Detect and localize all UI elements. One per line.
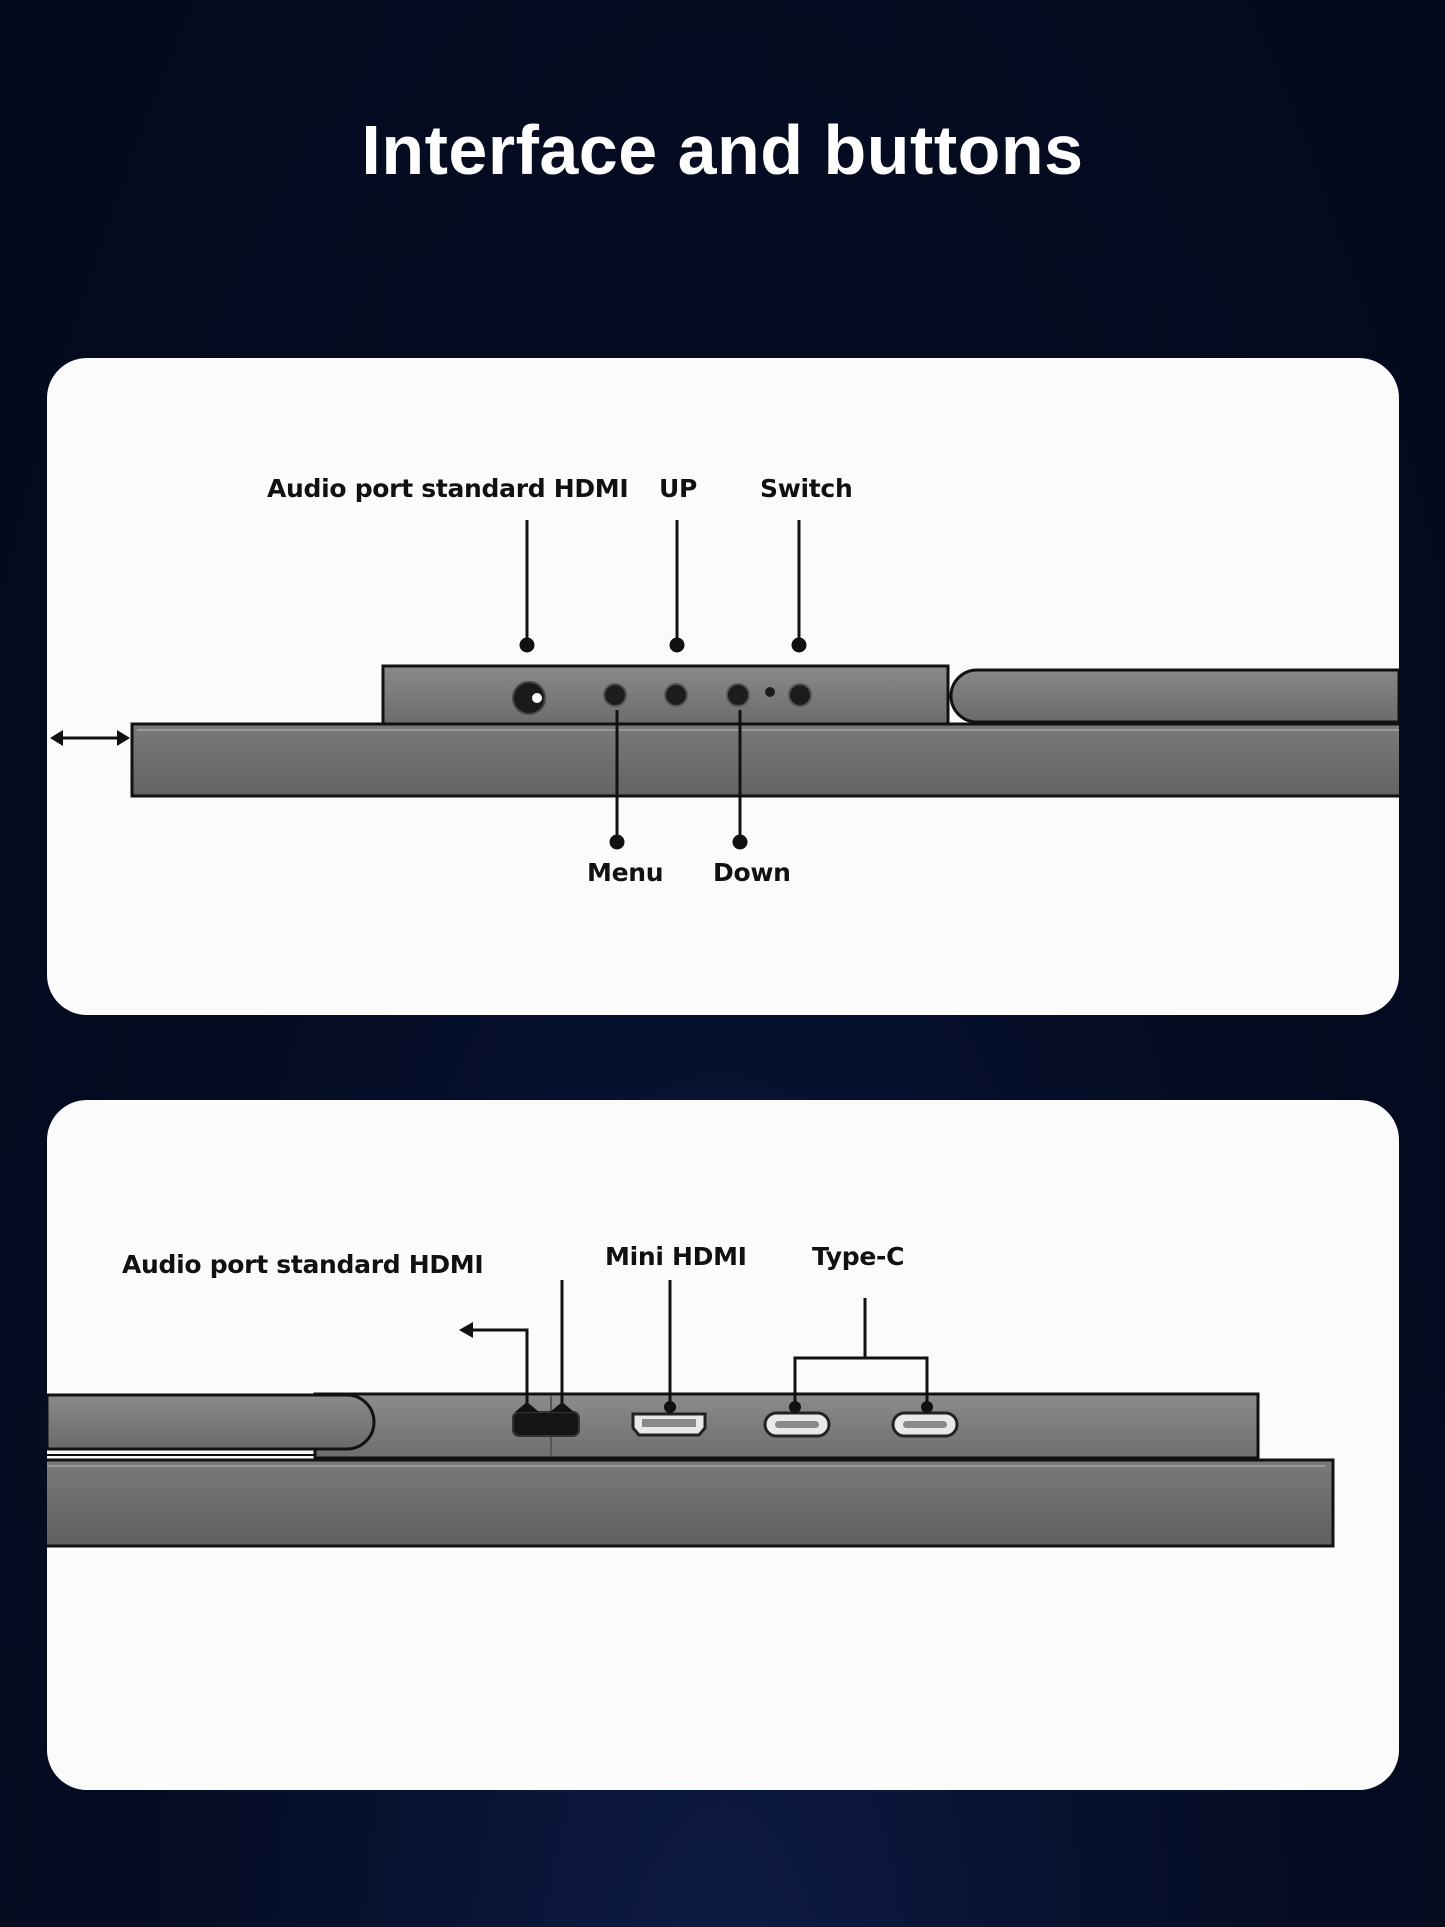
- monitor-body: [47, 1458, 1335, 1548]
- type-c-port-2-icon: [891, 1411, 959, 1438]
- audio-port-icon: [512, 1411, 580, 1437]
- bottom-side-diagram: [47, 1280, 1335, 1548]
- label-switch: Switch: [760, 474, 853, 503]
- up-button-icon: [664, 683, 688, 707]
- leader-lines-top: [519, 520, 807, 850]
- label-type-c: Type-C: [812, 1242, 905, 1271]
- label-audio-port: Audio port standard HDMI: [267, 474, 629, 503]
- label-up: UP: [659, 474, 698, 503]
- page-title: Interface and buttons: [361, 111, 1084, 189]
- top-side-diagram: [50, 520, 1399, 850]
- mini-hdmi-port-icon: [631, 1412, 707, 1437]
- leader-lines-bottom: [463, 1280, 929, 1411]
- kickstand-bar: [949, 668, 1399, 724]
- label-menu: Menu: [587, 858, 664, 887]
- thickness-arrow: [50, 730, 130, 746]
- type-c-port-1-icon: [763, 1411, 831, 1438]
- kickstand-bar: [47, 1393, 376, 1451]
- label-mini-hdmi: Mini HDMI: [605, 1242, 747, 1271]
- label-down: Down: [713, 858, 791, 887]
- bottom-side-view-panel: Audio port standard HDMI Mini HDMI Type-…: [47, 1100, 1399, 1790]
- down-button-icon: [726, 683, 750, 707]
- switch-button-icon: [788, 683, 812, 707]
- menu-button-icon: [603, 683, 627, 707]
- top-side-view-panel: Audio port standard HDMI UP Switch Menu …: [47, 358, 1399, 1015]
- led-indicator-icon: [765, 687, 775, 697]
- audio-jack-icon: [512, 681, 546, 715]
- monitor-body: [130, 722, 1399, 798]
- label-audio-port: Audio port standard HDMI: [122, 1250, 484, 1279]
